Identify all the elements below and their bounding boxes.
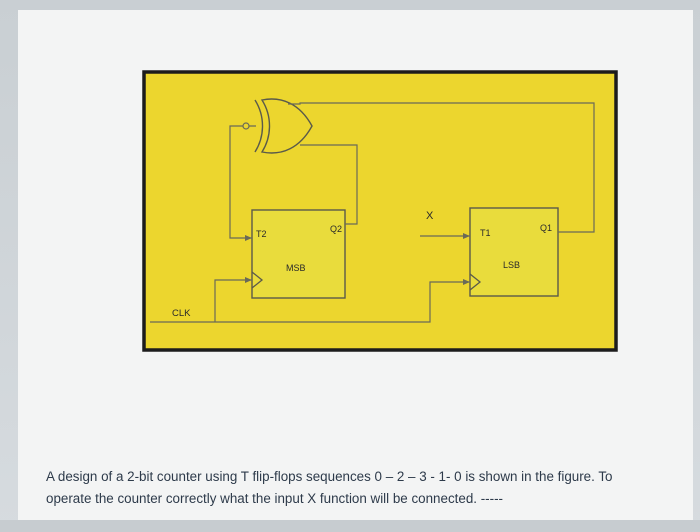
question-line-2: operate the counter correctly what the i… [46,491,504,506]
arrow-heads [245,233,470,285]
lsb-clock-triangle [469,273,482,291]
msb-clock-triangle [251,271,264,289]
t2-label: T2 [256,229,267,239]
x-input-label: X [426,210,434,222]
question-text: A design of a 2-bit counter using T flip… [46,466,676,510]
wiring [150,102,595,323]
page-edge [0,520,700,532]
t1-label: T1 [480,228,491,238]
q1-label: Q1 [540,223,552,233]
clk-label: CLK [172,308,191,319]
lsb-label: LSB [503,260,520,270]
msb-flip-flop [251,209,346,299]
msb-label: MSB [286,263,306,273]
question-line-1: A design of a 2-bit counter using T flip… [46,469,613,484]
xor-bubble [242,122,250,130]
q2-label: Q2 [330,224,342,234]
lsb-flip-flop [469,207,559,297]
xor-gate [254,98,313,154]
